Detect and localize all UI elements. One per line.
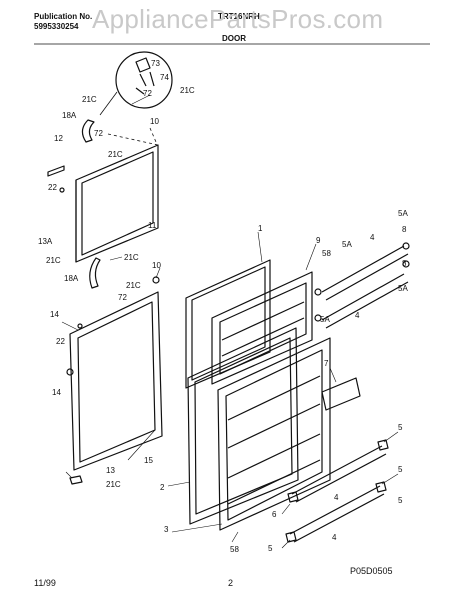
callout-4-mid: 4 <box>355 311 360 320</box>
fresh-food-gasket <box>69 291 163 471</box>
callout-7: 7 <box>324 359 329 368</box>
fresh-food-door-outer <box>187 327 299 525</box>
callout-3: 3 <box>164 525 169 534</box>
leader-lines <box>61 94 399 549</box>
diagram-code: P05D0505 <box>350 566 393 576</box>
callout-12: 12 <box>54 134 63 143</box>
callout-5a-mid: 5A <box>342 240 352 249</box>
screw-14b <box>66 368 74 376</box>
callout-21c-mid: 21C <box>108 150 123 159</box>
callout-5-upper: 5 <box>398 423 403 432</box>
hinge-pin-10 <box>152 276 160 284</box>
callout-72-top: 72 <box>94 129 103 138</box>
callout-15: 15 <box>144 456 153 465</box>
callout-14-lower: 14 <box>52 388 61 397</box>
callout-4-lower: 4 <box>334 493 339 502</box>
callout-73: 73 <box>151 59 160 68</box>
callout-labels: 73 74 72 21C 21C 18A 10 72 21C 12 22 11 … <box>38 59 408 554</box>
freezer-shelf-rail-upper <box>321 245 409 301</box>
freezer-door-outer <box>185 259 271 389</box>
callout-21c-left: 21C <box>46 256 61 265</box>
callout-21c-right: 21C <box>124 253 139 262</box>
callout-58-top: 58 <box>322 249 331 258</box>
callout-2: 2 <box>160 483 165 492</box>
callout-5a-left: 5A <box>320 315 330 324</box>
callout-10-lower: 10 <box>152 261 161 270</box>
callout-10-top: 10 <box>150 117 159 126</box>
callout-5-right: 5 <box>398 465 403 474</box>
callout-21c-bottom: 21C <box>106 480 121 489</box>
callout-4-bottom: 4 <box>332 533 337 542</box>
callout-74: 74 <box>160 73 169 82</box>
lower-hinge <box>89 257 101 289</box>
handle-trim <box>47 165 65 177</box>
callout-58-bottom: 58 <box>230 545 239 554</box>
callout-13: 13 <box>106 466 115 475</box>
door-shelf-rail-lower <box>289 485 385 543</box>
callout-9: 9 <box>316 236 321 245</box>
callout-11: 11 <box>148 221 157 230</box>
watermark: AppliancePartsPros.com <box>92 4 384 34</box>
callout-5a-topright: 5A <box>398 209 408 218</box>
footer-page: 2 <box>228 578 234 588</box>
hinge-detail-magnifier <box>99 51 173 116</box>
screw-22b <box>77 323 83 329</box>
callout-18a-lower: 18A <box>64 274 79 283</box>
callout-13a: 13A <box>38 237 53 246</box>
callout-4-top: 4 <box>370 233 375 242</box>
callout-1: 1 <box>258 224 263 233</box>
publication-label: Publication No. <box>34 12 93 21</box>
freezer-shelf-rail-lower <box>321 273 409 329</box>
callout-21c-top: 21C <box>82 95 97 104</box>
model-number: TRT16NRH <box>218 12 260 21</box>
callout-18a-top: 18A <box>62 111 77 120</box>
callout-21c-detail: 21C <box>180 86 195 95</box>
dairy-door <box>321 377 361 411</box>
section-title: DOOR <box>222 34 246 43</box>
footer-date: 11/99 <box>34 578 56 588</box>
hinge-13 <box>69 475 83 485</box>
callout-72-lower: 72 <box>118 293 127 302</box>
callout-72-detail: 72 <box>143 89 152 98</box>
door-shelf-rail-upper <box>291 445 387 503</box>
callout-22-top: 22 <box>48 183 57 192</box>
screw-22a <box>59 187 65 193</box>
callout-5-far: 5 <box>398 496 403 505</box>
freezer-gasket <box>75 144 159 263</box>
callout-14-top: 14 <box>50 310 59 319</box>
publication-number: 5995330254 <box>34 22 79 31</box>
freezer-hinge <box>81 119 95 143</box>
callout-5-bottom: 5 <box>268 544 273 553</box>
freezer-door-liner <box>211 271 313 385</box>
fresh-food-door-liner <box>217 337 331 531</box>
callout-5a-right: 5A <box>398 284 408 293</box>
callout-21c-lower: 21C <box>126 281 141 290</box>
callout-22-lower: 22 <box>56 337 65 346</box>
callout-8-lower: 8 <box>402 259 407 268</box>
callout-6: 6 <box>272 510 277 519</box>
callout-8-upper: 8 <box>402 225 407 234</box>
